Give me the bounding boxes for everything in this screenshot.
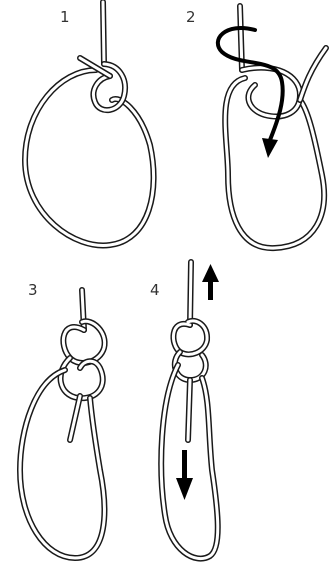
step-1-rope	[25, 2, 154, 245]
step-3-number: 3	[28, 281, 38, 299]
step-3-rope	[20, 290, 105, 558]
step-4-rope	[161, 262, 218, 559]
arrow-down-icon	[176, 450, 193, 500]
step-1-panel: 1	[25, 2, 154, 245]
step-2-panel: 2	[186, 6, 326, 248]
step-4-number: 4	[150, 281, 160, 299]
arrow-up-icon	[202, 264, 219, 300]
step-2-number: 2	[186, 8, 196, 26]
step-1-number: 1	[60, 8, 70, 26]
step-4-panel: 4	[150, 262, 219, 559]
step-3-panel: 3	[20, 281, 105, 558]
